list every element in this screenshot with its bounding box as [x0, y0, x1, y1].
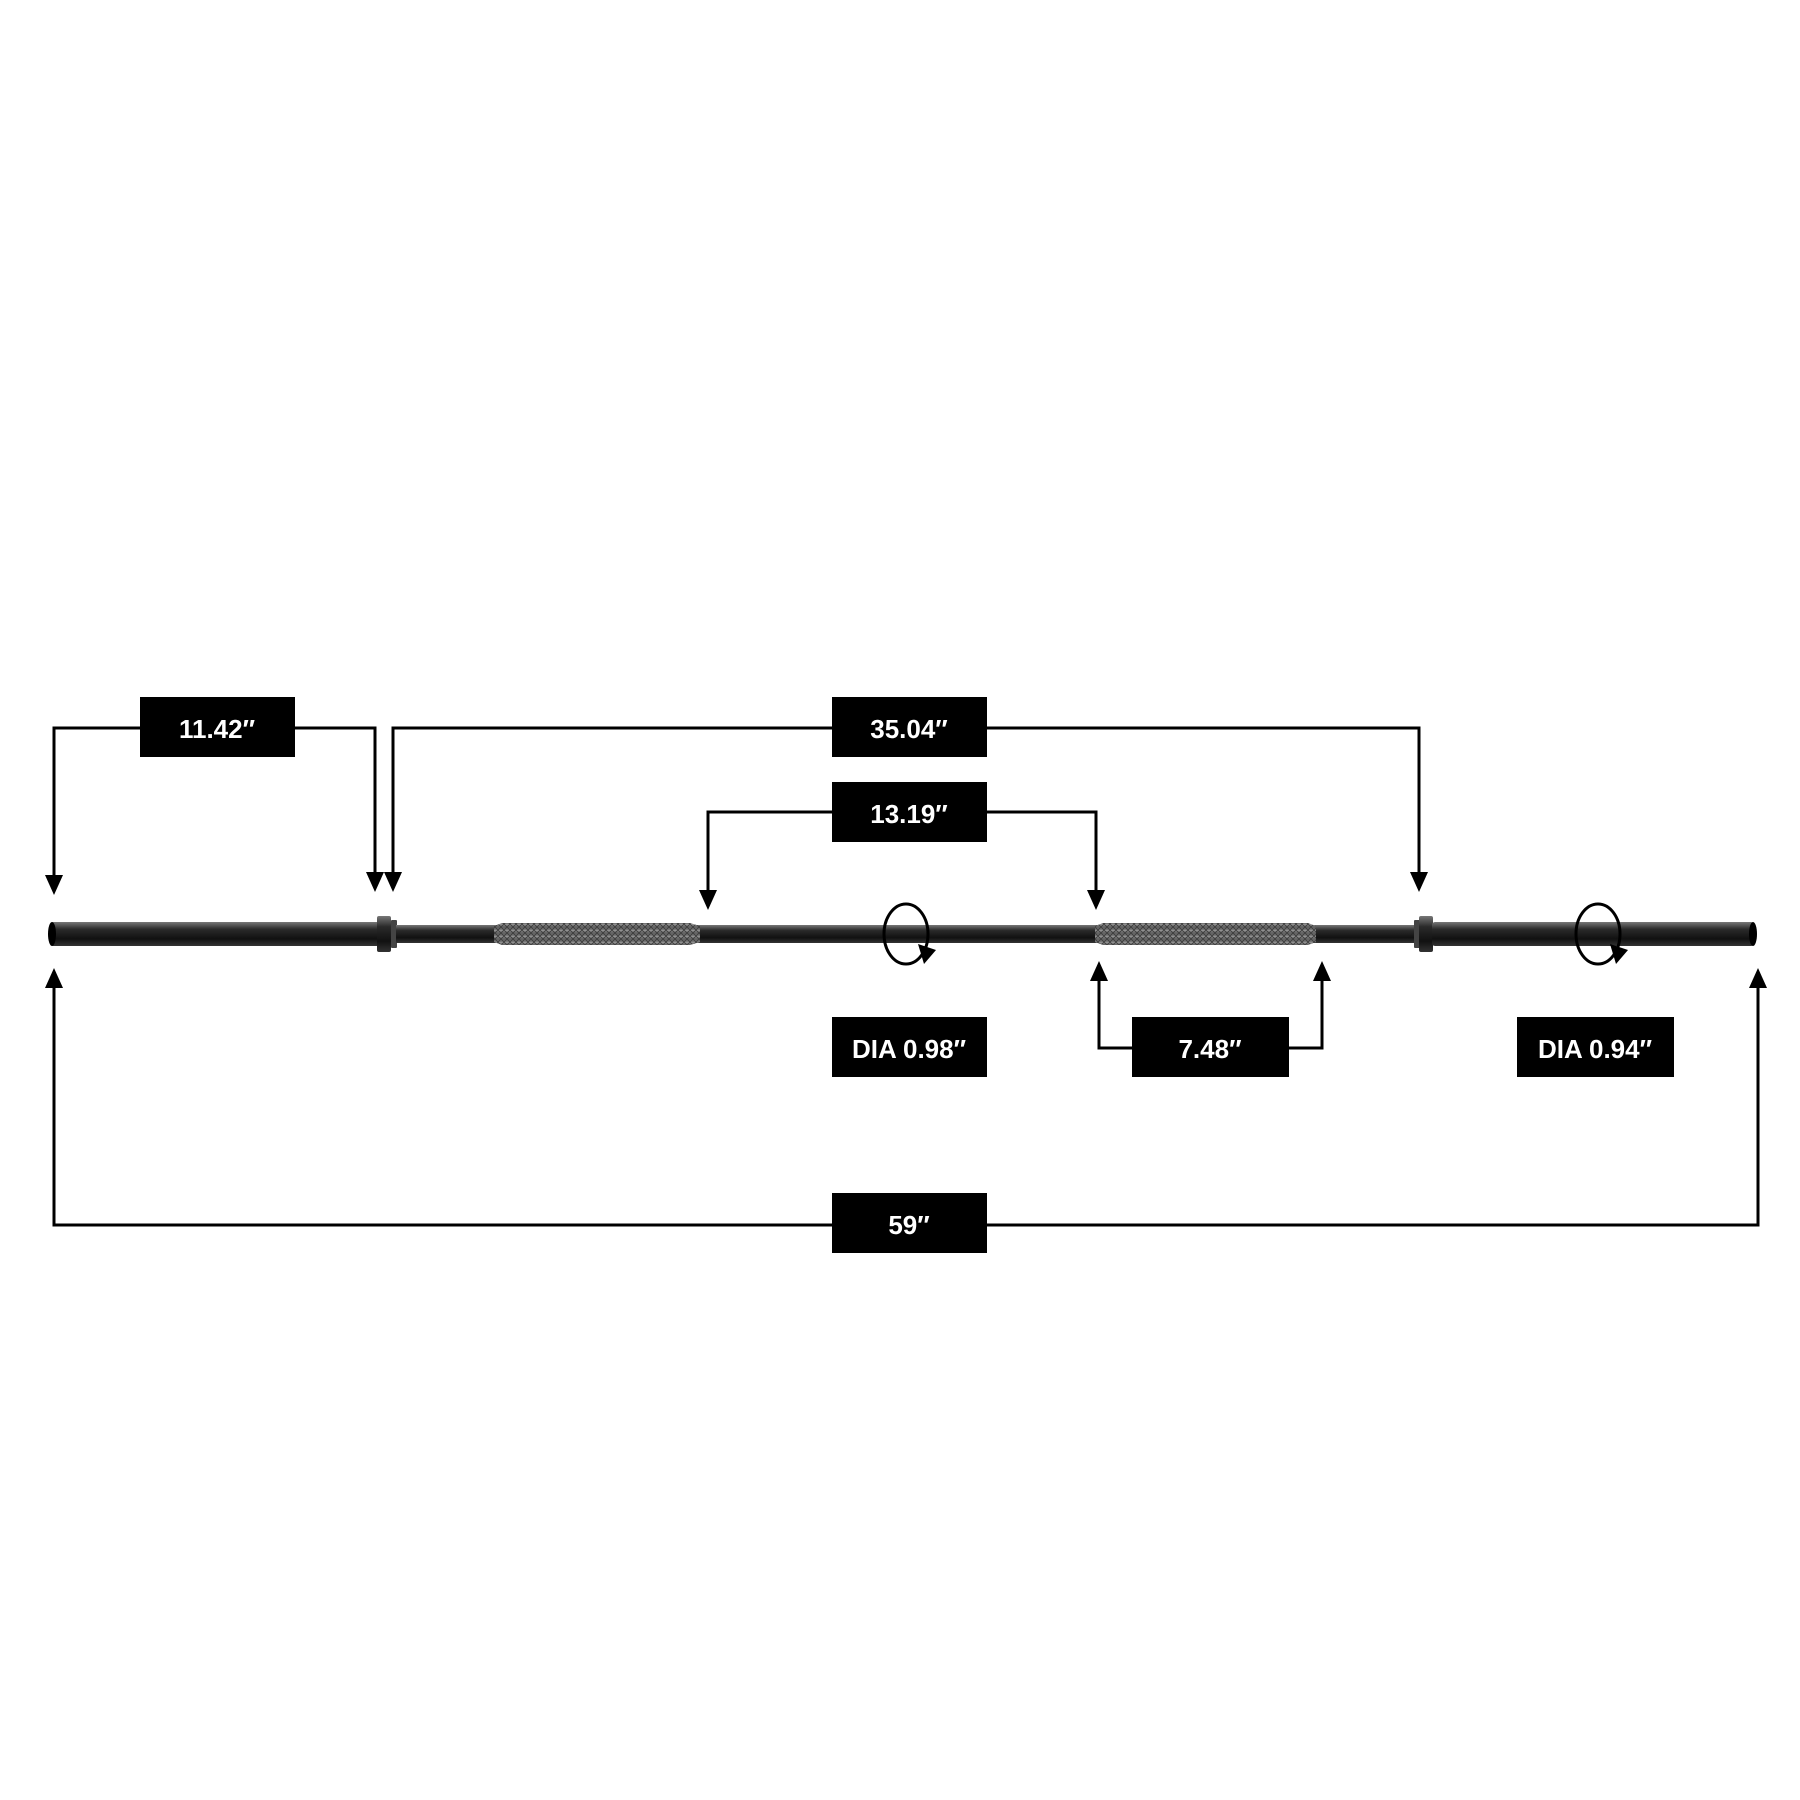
- knurl-length-label: 7.48″: [1178, 1034, 1241, 1064]
- left-knurling: [494, 923, 700, 945]
- right-end-cap: [1749, 922, 1757, 946]
- center-span-label: 13.19″: [870, 799, 948, 829]
- left-end-cap: [48, 922, 56, 946]
- left-sleeve: [50, 922, 380, 946]
- arrowhead-icon: [1087, 890, 1105, 910]
- right-sleeve: [1432, 922, 1754, 946]
- inner-collar-span-label: 35.04″: [870, 714, 948, 744]
- sleeve-length-label: 11.42″: [179, 714, 255, 744]
- rotation-arrow-icon: [1574, 902, 1628, 966]
- right-collar-ring: [1414, 920, 1420, 948]
- arrowhead-icon: [699, 890, 717, 910]
- shaft-diameter-callout: DIA 0.98″: [832, 1017, 987, 1077]
- sleeve-diameter-label: DIA 0.94″: [1538, 1034, 1652, 1064]
- arrowhead-icon: [1410, 872, 1428, 892]
- arrowhead-icon: [384, 872, 402, 892]
- barbell: [48, 916, 1757, 952]
- arrowhead-icon: [45, 875, 63, 895]
- arrowhead-icon: [1749, 968, 1767, 988]
- dimension-overall-length: 59″: [45, 968, 1767, 1253]
- arrowhead-icon: [1090, 961, 1108, 981]
- rotation-arrow-icon: [882, 902, 936, 966]
- overall-length-label: 59″: [888, 1210, 929, 1240]
- sleeve-diameter-callout: DIA 0.94″: [1517, 1017, 1674, 1077]
- arrowhead-icon: [366, 872, 384, 892]
- dimension-knurl-length: 7.48″: [1090, 961, 1331, 1077]
- right-knurling: [1095, 923, 1316, 945]
- left-collar-ring: [391, 920, 397, 948]
- arrowhead-icon: [1313, 961, 1331, 981]
- shaft-diameter-label: DIA 0.98″: [852, 1034, 966, 1064]
- arrowhead-icon: [45, 968, 63, 988]
- dimension-sleeve-length: 11.42″: [45, 697, 384, 895]
- dimension-inner-collar-span: 35.04″: [384, 697, 1428, 892]
- dimension-center-span: 13.19″: [699, 782, 1105, 910]
- right-collar: [1419, 916, 1433, 952]
- left-collar: [377, 916, 391, 952]
